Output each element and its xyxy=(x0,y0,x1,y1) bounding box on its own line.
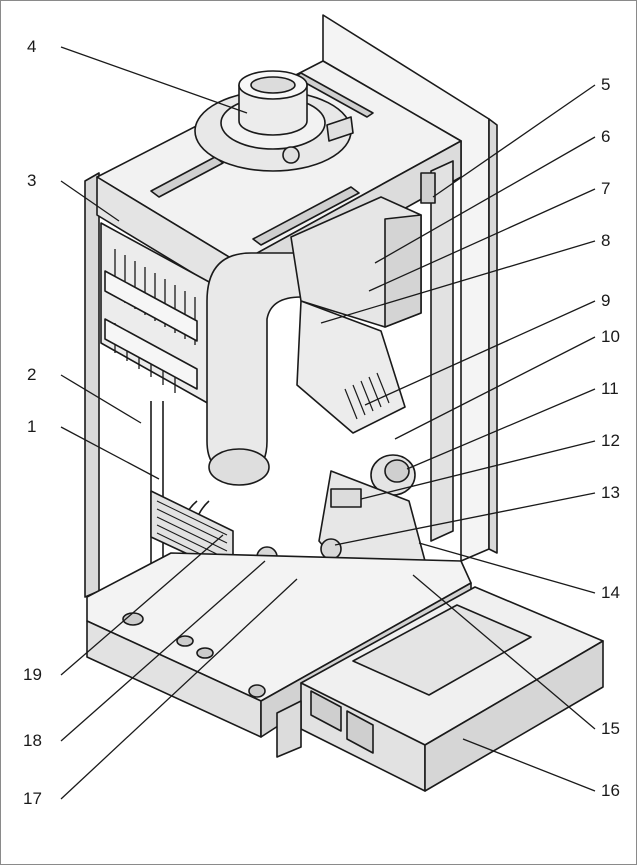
callout-16: 16 xyxy=(601,781,620,800)
leader-4 xyxy=(60,46,248,114)
leader-6 xyxy=(374,136,596,264)
callout-17: 17 xyxy=(23,789,42,808)
callout-15: 15 xyxy=(601,719,620,738)
leader-3 xyxy=(60,180,120,222)
callout-11: 11 xyxy=(601,379,619,398)
callout-12: 12 xyxy=(601,431,620,450)
callout-14: 14 xyxy=(601,583,620,602)
callout-10: 10 xyxy=(601,327,620,346)
leader-15 xyxy=(412,574,596,730)
callout-5: 5 xyxy=(601,75,611,94)
side-frame-left xyxy=(84,172,100,598)
control-box-side xyxy=(424,640,604,792)
leader-16 xyxy=(462,738,596,792)
leader-9 xyxy=(364,300,596,406)
callout-4: 4 xyxy=(27,37,37,56)
leader-19 xyxy=(60,534,224,676)
leader-13 xyxy=(334,492,596,546)
callout-7: 7 xyxy=(601,179,611,198)
leader-lines xyxy=(60,46,596,800)
leader-12 xyxy=(360,440,596,500)
side-frame-right xyxy=(488,118,498,554)
callout-18: 18 xyxy=(23,731,42,750)
leader-1 xyxy=(60,426,160,480)
leader-17 xyxy=(60,578,298,800)
valve-13 xyxy=(320,538,342,560)
leader-10 xyxy=(394,336,596,440)
leader-11 xyxy=(406,388,596,470)
leader-5 xyxy=(432,84,596,198)
callout-19: 19 xyxy=(23,665,42,684)
callout-9: 9 xyxy=(601,291,611,310)
callout-13: 13 xyxy=(601,483,620,502)
callout-6: 6 xyxy=(601,127,611,146)
leader-14 xyxy=(418,542,596,594)
leader-18 xyxy=(60,560,266,742)
leader-8 xyxy=(320,240,596,324)
callout-1: 1 xyxy=(27,417,37,436)
callout-3: 3 xyxy=(27,171,37,190)
sensor-12 xyxy=(330,488,362,508)
leader-2 xyxy=(60,374,142,424)
expansion-vessel xyxy=(430,160,454,542)
callout-2: 2 xyxy=(27,365,37,384)
callout-8: 8 xyxy=(601,231,611,250)
leader-7 xyxy=(368,188,596,292)
